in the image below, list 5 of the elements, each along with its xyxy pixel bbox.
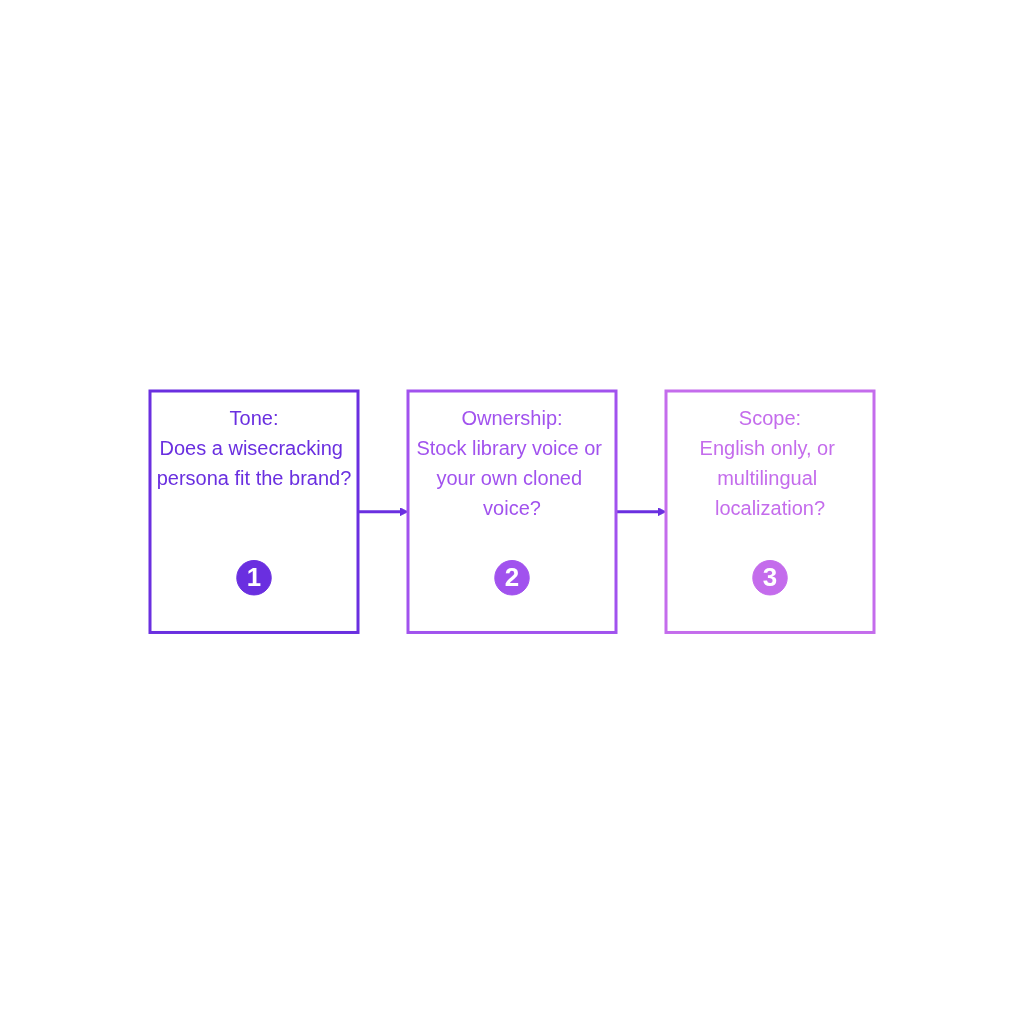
arrow bbox=[358, 507, 409, 517]
arrow bbox=[616, 507, 667, 517]
node-circle: 1 bbox=[236, 560, 272, 596]
node-circle: 2 bbox=[494, 560, 530, 596]
node-circle: 3 bbox=[752, 560, 788, 596]
